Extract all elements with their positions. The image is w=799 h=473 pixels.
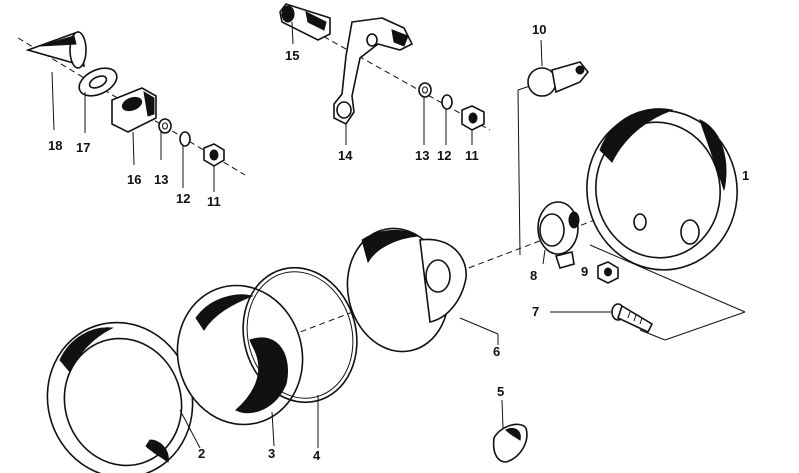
callout-13-left: 13 xyxy=(154,172,168,187)
part-4-seal-ring xyxy=(242,266,358,448)
callout-11-left: 11 xyxy=(207,194,221,209)
callout-6: 6 xyxy=(493,344,500,359)
callout-labels: 18 17 16 13 12 11 15 14 13 12 11 10 8 9 … xyxy=(48,22,749,463)
part-9-nut xyxy=(597,261,619,284)
part-13-washer-left xyxy=(158,118,172,160)
part-13-washer-right xyxy=(418,82,432,145)
part-17-washer xyxy=(78,67,118,133)
part-11-nut-right xyxy=(461,105,485,145)
part-10-bulb xyxy=(527,39,590,97)
part-6-reflector xyxy=(346,227,499,353)
callout-14: 14 xyxy=(338,148,353,163)
part-15-sleeve xyxy=(279,3,331,45)
part-14-bracket xyxy=(333,17,414,145)
callout-1: 1 xyxy=(742,168,749,183)
callout-13-right: 13 xyxy=(415,148,429,163)
callout-10: 10 xyxy=(532,22,546,37)
part-2-housing xyxy=(586,108,738,271)
part-11-nut-left xyxy=(203,143,225,192)
callout-8: 8 xyxy=(530,268,537,283)
callout-3: 3 xyxy=(268,446,275,461)
callout-12-right: 12 xyxy=(437,148,451,163)
part-5-clip xyxy=(492,399,528,463)
callout-18: 18 xyxy=(48,138,62,153)
part-1-chrome-rim xyxy=(46,321,201,473)
part-16-clamp xyxy=(111,87,157,166)
part-8-bulb-holder xyxy=(537,201,580,269)
callout-12-left: 12 xyxy=(176,191,190,206)
callout-5: 5 xyxy=(497,384,504,399)
callout-17: 17 xyxy=(76,140,90,155)
callout-11-right: 11 xyxy=(465,148,479,163)
part-12-lockwasher-left xyxy=(179,131,191,188)
callout-15: 15 xyxy=(285,48,299,63)
callout-2: 2 xyxy=(198,446,205,461)
part-18-cone-cap xyxy=(25,30,87,131)
callout-16: 16 xyxy=(127,172,141,187)
part-12-lockwasher-right xyxy=(441,94,453,145)
part-7-screw xyxy=(550,303,654,334)
callout-7: 7 xyxy=(532,304,539,319)
callout-9: 9 xyxy=(581,264,588,279)
callout-4: 4 xyxy=(313,448,321,463)
